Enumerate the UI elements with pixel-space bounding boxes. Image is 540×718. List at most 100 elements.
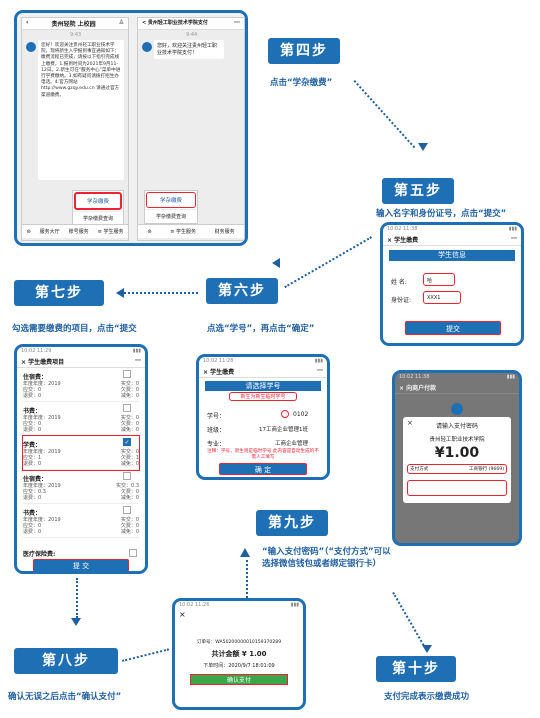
phone1-tab-hall[interactable]: 服务大厅 — [39, 229, 60, 235]
phone1-tab-student[interactable]: ≡ 学生服务 — [97, 229, 124, 235]
phone6-id-radio[interactable] — [281, 410, 289, 418]
step6-screenshot: 10:02 11:28▮▮▮ × 学生缴费⋯ 请选择学号 新生为新生临时学号 学… — [196, 354, 330, 480]
phone2-tabbar: ⊜ ≡ 学生服务 财务服务 — [138, 224, 244, 238]
more-icon[interactable]: ⋯ — [135, 357, 141, 364]
step4-caption: 点击“学杂缴费” — [270, 78, 333, 88]
arrowhead-5-6 — [272, 258, 280, 268]
password-dialog: × 请输入支付密码 贵州轻工职业技术学院 ¥1.00 支付方式 工商银行 (96… — [403, 417, 511, 503]
phone6-confirm-button[interactable]: 确 定 — [219, 463, 307, 475]
fee-owed: 欠费：0 — [120, 523, 139, 529]
fee-refund: 退费：0 — [23, 461, 42, 467]
phone2-tab-finance[interactable]: 财务服务 — [214, 229, 235, 235]
phone5-title[interactable]: × 学生缴费 — [387, 237, 419, 244]
phone10-dialog-title: 请输入支付密码 — [435, 423, 478, 430]
fee-owed: 欠费：0 — [120, 387, 139, 393]
phone1-time: 9:43 — [70, 32, 82, 38]
step8-caption: 确认无误之后点击“确认支付” — [8, 692, 122, 702]
back-icon[interactable]: ‹ — [26, 19, 29, 26]
keyboard-icon-2[interactable]: ⊜ — [147, 228, 152, 235]
phone1-tabbar: ⊜ 服务大厅 账号服务 ≡ 学生服务 — [22, 224, 128, 238]
status-bar: 10:02 11:38▮▮▮ — [399, 374, 515, 380]
phone1-menu-item-pay[interactable]: 学杂缴费 — [74, 192, 122, 210]
phone10-header: × 向商户付款 — [395, 382, 519, 394]
phone6-class-value: 17工商企业管理1班 — [259, 427, 308, 433]
fee-year: 年度年度：2019 — [23, 449, 61, 455]
fee-item-checkbox[interactable]: ✓ — [123, 438, 131, 446]
more-icon[interactable]: ⋯ — [317, 367, 323, 374]
phone1-screen: ‹ 贵州轻院 上校园 ♙ 9:43 您好！欢迎关注贵州轻工职业技术学院，现将新生… — [21, 17, 129, 241]
phone2-menu-item-query[interactable]: 学杂缴费查询 — [145, 209, 197, 223]
arrow-8-9 — [246, 560, 248, 630]
phone7-title[interactable]: × 学生缴费项目 — [21, 359, 65, 366]
fee-item-name: 学费： — [23, 442, 42, 449]
phone2-time: 9:44 — [186, 32, 198, 38]
phone1-tab-account[interactable]: 账号服务 — [68, 229, 89, 235]
person-icon[interactable]: ♙ — [118, 19, 124, 26]
fee-due: 应交：0 — [23, 523, 42, 529]
phone10-title[interactable]: × 向商户付款 — [399, 385, 437, 392]
fee-reduce: 减免：0 — [120, 393, 139, 399]
phone8-close-icon[interactable]: × — [179, 610, 186, 619]
fee-refund: 退费：0 — [23, 427, 42, 433]
phone7-last-item-checkbox[interactable] — [129, 549, 137, 557]
phone10-close-icon[interactable]: × — [407, 419, 413, 427]
step5-caption: 输入名字和身份证号，点击“提交” — [376, 209, 507, 219]
phone5-id-input[interactable]: XXX1 — [423, 291, 461, 304]
phone10-method-row[interactable]: 支付方式 工商银行 (9669) — [407, 464, 507, 474]
step8-screenshot: 10:02 11:26▮▮▮ × 订单号：WA50200000010159370… — [172, 598, 306, 710]
fee-paid: 实交：0 — [120, 381, 139, 387]
phone5-header: × 学生缴费 ⋯ — [383, 234, 521, 246]
phone2-menu-item-pay[interactable]: 学杂缴费 — [146, 192, 196, 208]
phone7-last-item: 医疗保险费: — [23, 551, 56, 558]
fee-item-checkbox[interactable] — [123, 404, 131, 412]
phone6-section-header: 请选择学号 — [205, 381, 321, 391]
phone8-confirm-button[interactable]: 确认支付 — [190, 674, 288, 685]
phone6-title[interactable]: × 学生缴费 — [203, 369, 235, 376]
arrow-6-7 — [124, 292, 198, 294]
fee-item-row: 应交：0 欠费：0 — [23, 387, 139, 393]
fee-item-checkbox[interactable] — [123, 506, 131, 514]
more-icon[interactable]: ⋯ — [234, 19, 240, 26]
step10-badge: 第十步 — [376, 656, 456, 682]
phone10-password-input[interactable] — [407, 480, 507, 496]
phone10-merchant: 贵州轻工职业技术学院 — [429, 437, 485, 443]
fee-year: 年度年度：2019 — [23, 483, 61, 489]
phone10-amount: ¥1.00 — [434, 445, 480, 461]
arrowhead-7-8 — [71, 618, 81, 626]
step6-caption: 点选“学号”，再点击“确定” — [207, 324, 315, 334]
fee-reduce: 减免：0 — [120, 427, 139, 433]
fee-due: 应交：0 — [23, 387, 42, 393]
keyboard-icon[interactable]: ⊜ — [26, 228, 31, 235]
fee-item-checkbox[interactable] — [123, 472, 131, 480]
step10-caption: 支付完成表示缴费成功 — [384, 692, 470, 702]
phone2-title: < 贵州轻工职业技术学院支付 — [142, 20, 208, 26]
phone6-major-value: 工商企业管理 — [275, 441, 309, 447]
arrowhead-4-5 — [418, 143, 428, 151]
phone5-section-header: 学生信息 — [389, 250, 515, 261]
phone5-name-label: 姓 名: — [391, 279, 407, 286]
phone1-welcome-message: 您好！欢迎关注贵州轻工职业技术学院，现将新生入学报到事宜通知如下：缴费流程已完成… — [38, 40, 124, 180]
arrow-5-6 — [284, 236, 372, 288]
more-icon[interactable]: ⋯ — [511, 235, 517, 242]
phone2-screen: < 贵州轻工职业技术学院支付 ⋯ 9:44 您好，欢迎关注贵州轻工职业技术学院支… — [137, 17, 245, 241]
phone8-order: 订单号：WA50200000010159370289 — [196, 640, 282, 645]
phone5-name-input[interactable]: 哈 — [423, 273, 455, 286]
phone1-menu-item-query[interactable]: 学杂缴费查询 — [73, 211, 123, 225]
phone7-submit-button[interactable]: 提 交 — [33, 559, 129, 571]
fee-item-name: 书费： — [23, 408, 42, 415]
fee-item-row: 应交：0 欠费：0 — [23, 523, 139, 529]
fee-item-checkbox[interactable] — [123, 370, 131, 378]
fee-owed: 欠费：0 — [120, 421, 139, 427]
phone5-submit-button[interactable]: 提交 — [405, 321, 501, 335]
phone2-tab-student[interactable]: ≡ 学生服务 — [170, 229, 196, 235]
fee-paid: 实交：0 — [120, 449, 139, 455]
